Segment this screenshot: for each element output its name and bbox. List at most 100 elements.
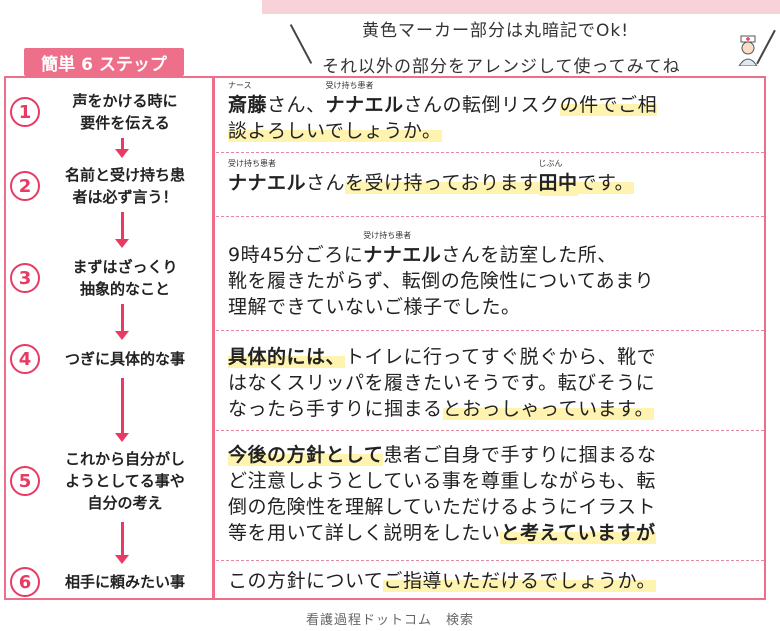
step-number: 1: [10, 97, 40, 127]
step-label: 声をかける時に 要件を伝える: [40, 90, 210, 134]
step-label-line: 要件を伝える: [80, 114, 170, 132]
step-label: まずはざっくり 抽象的なこと: [40, 256, 210, 300]
row-separator: [216, 560, 764, 561]
highlight-seg: 今後の方針として: [228, 444, 384, 466]
text-seg: 等を用いて詳しく説明をしたい: [228, 522, 501, 544]
script-line: 談よろしいでしょうか。: [228, 118, 760, 144]
patient-name-wrap: 受け持ち患者ナナエル: [228, 160, 307, 196]
script-line: ど注意しようとしている事を尊重しながらも、転: [228, 470, 656, 492]
script-line: なったら手すりに掴まるとおっしゃっています。: [228, 396, 760, 422]
text-seg: さん、: [267, 94, 326, 116]
arrow-down-icon: [115, 212, 129, 248]
self-name-wrap: じぶん田中: [538, 160, 578, 196]
script-line: 靴を履きたがらず、転倒の危険性についてあまり: [228, 270, 655, 292]
self-name: 田中: [538, 172, 578, 194]
script-line: 今後の方針として患者ご自身で手すりに掴まるな: [228, 442, 760, 468]
ruby-label: 受け持ち患者: [363, 231, 412, 240]
nurse-icon: [738, 35, 758, 66]
highlight-seg: の件でご相: [559, 94, 658, 116]
step-number: 2: [10, 171, 40, 201]
row-separator: [216, 216, 764, 217]
nurse-name: 斎藤: [228, 94, 268, 116]
script-row-1: ナース斎藤さん、受け持ち患者ナナエルさんの転倒リスクの件でご相 談よろしいでしょ…: [228, 82, 760, 144]
nurse-name-wrap: ナース斎藤: [228, 82, 268, 118]
step-4: 4 つぎに具体的な事: [10, 344, 210, 374]
text-seg: さん: [306, 172, 346, 194]
patient-name: ナナエル: [228, 172, 307, 194]
step-label-line: 声をかける時に: [72, 92, 178, 110]
highlight-seg: と考えていますが: [500, 522, 656, 544]
text-seg: トイレに行ってすぐ脱ぐから、靴で: [345, 346, 657, 368]
text-seg: 掴まる: [384, 398, 443, 420]
bracket-left: [289, 24, 313, 64]
highlight-seg: です。: [577, 172, 635, 194]
highlight-seg: ご指導いただけるでしょうか。: [383, 570, 657, 592]
patient-name-wrap: 受け持ち患者ナナエル: [363, 232, 442, 268]
text-seg: さんの転倒リスク: [403, 94, 560, 116]
site-footer: 看護過程ドットコム 検索: [305, 613, 474, 628]
text-seg: なったら手すりに: [228, 398, 385, 420]
row-separator: [216, 152, 764, 153]
step-3: 3 まずはざっくり 抽象的なこと: [10, 254, 210, 302]
step-label-line: 自分の考え: [87, 494, 163, 512]
patient-name: ナナエル: [363, 244, 442, 266]
arrow-down-icon: [115, 304, 129, 340]
script-line: 等を用いて詳しく説明をしたいと考えていますが: [228, 520, 760, 546]
highlight-seg: とおっしゃっています。: [442, 398, 655, 420]
step-label: これから自分がし ようとしてる事や 自分の考え: [40, 448, 210, 514]
patient-name-wrap: 受け持ち患者ナナエル: [325, 82, 404, 118]
step-6: 6 相手に頼みたい事: [10, 567, 210, 597]
ruby-label: 受け持ち患者: [228, 159, 276, 168]
script-line: 9時45分ごろに受け持ち患者ナナエルさんを訪室した所、: [228, 232, 760, 268]
script-line: 受け持ち患者ナナエルさんを受け持っておりますじぶん田中です。: [228, 160, 760, 196]
step-label-line: これから自分がし: [64, 450, 185, 468]
step-number: 6: [10, 567, 40, 597]
step-label-line: 抽象的なこと: [79, 280, 170, 298]
ruby-label: じぶん: [538, 159, 563, 168]
arrow-down-icon: [115, 138, 129, 158]
step-5: 5 これから自分がし ようとしてる事や 自分の考え: [10, 446, 210, 516]
row-separator: [216, 330, 764, 331]
ruby-label: 受け持ち患者: [325, 81, 374, 90]
column-divider: [212, 76, 215, 600]
step-label-line: 者は必ず言う！: [72, 188, 178, 206]
note-line-2: それ以外の部分をアレンジして使ってみてね: [322, 57, 681, 77]
script-line: ナース斎藤さん、受け持ち患者ナナエルさんの転倒リスクの件でご相: [228, 82, 760, 118]
note-line-1: 黄色マーカー部分は丸暗記でOk!: [362, 21, 630, 41]
highlight-seg: 談よろしいでしょうか。: [228, 120, 442, 142]
text-seg: さんを訪室した所、: [441, 244, 617, 266]
text-seg: この方針について: [228, 570, 384, 592]
script-line: 具体的には、トイレに行ってすぐ脱ぐから、靴で: [228, 344, 760, 370]
step-label-line: まずはざっくり: [72, 258, 178, 276]
step-label-line: 名前と受け持ち患: [64, 166, 185, 184]
steps-title: 簡単 6 ステップ: [24, 48, 184, 76]
step-label: つぎに具体的な事: [64, 350, 185, 368]
arrow-down-icon: [115, 522, 129, 564]
highlight-seg: を受け持っております: [345, 172, 539, 194]
step-number: 4: [10, 344, 40, 374]
script-row-2: 受け持ち患者ナナエルさんを受け持っておりますじぶん田中です。: [228, 160, 760, 196]
highlight-seg: 具体的には、: [228, 346, 346, 368]
step-number: 3: [10, 263, 40, 293]
arrow-down-icon: [115, 378, 129, 442]
script-line: この方針についてご指導いただけるでしょうか。: [228, 568, 760, 594]
ruby-label: ナース: [228, 81, 252, 90]
script-row-5: 今後の方針として患者ご自身で手すりに掴まるな ど注意しようとしている事を尊重しな…: [228, 442, 760, 546]
row-separator: [216, 430, 764, 431]
patient-name: ナナエル: [325, 94, 404, 116]
script-line: 倒の危険性を理解していただけるようにイラスト: [228, 496, 657, 518]
step-2: 2 名前と受け持ち患 者は必ず言う！: [10, 162, 210, 210]
top-banner: [262, 0, 780, 14]
step-label: 相手に頼みたい事: [64, 573, 185, 591]
script-row-3: 9時45分ごろに受け持ち患者ナナエルさんを訪室した所、 靴を履きたがらず、転倒の…: [228, 232, 760, 320]
script-line: はなくスリッパを履きたいそうです。転びそうに: [228, 372, 656, 394]
step-number: 5: [10, 466, 40, 496]
step-label-line: ようとしてる事や: [65, 472, 185, 490]
script-row-6: この方針についてご指導いただけるでしょうか。: [228, 568, 760, 594]
step-label: 名前と受け持ち患 者は必ず言う！: [40, 164, 210, 208]
text-seg: 9時45分ごろに: [228, 244, 364, 266]
text-seg: 患者ご自身で手すりに掴まるな: [383, 444, 657, 466]
steps-frame: [4, 76, 766, 600]
script-line: 理解できていないご様子でした。: [228, 296, 521, 318]
step-1: 1 声をかける時に 要件を伝える: [10, 88, 210, 136]
